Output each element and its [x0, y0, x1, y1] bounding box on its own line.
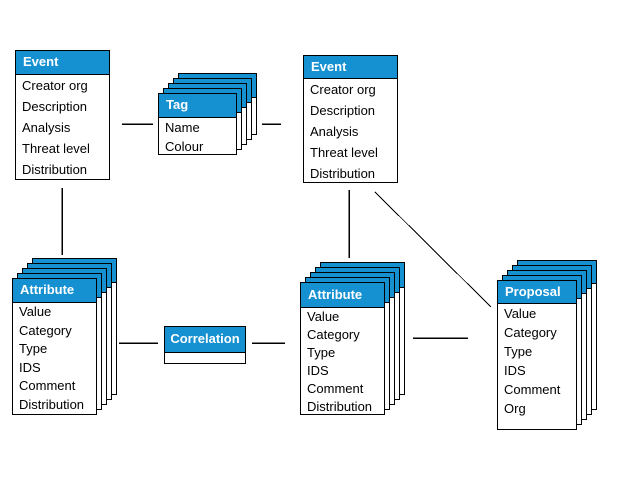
event-left-field-analysis: Analysis — [22, 120, 71, 135]
attribute-left-field-distribution: Distribution — [19, 396, 85, 412]
attribute-middle-field-type: Type — [307, 345, 336, 360]
proposal-field-comment: Comment — [504, 382, 561, 397]
event-left-field-distribution: Distribution — [22, 162, 88, 177]
attribute-left-field-type: Type — [19, 341, 48, 356]
event-right-field-distribution: Distribution — [310, 166, 376, 181]
attribute-left-field-comment: Comment — [19, 378, 76, 393]
connector-event-right--proposal — [374, 191, 492, 308]
correlation-title: Correlation — [165, 327, 245, 353]
proposal-field-category: Category — [504, 325, 557, 340]
attribute-middle-field-value: Value — [307, 309, 340, 324]
event-left-field-threat-level: Threat level — [22, 141, 90, 156]
event-right-field-description: Description — [310, 103, 376, 118]
entity-correlation: Correlation — [164, 326, 246, 364]
event-left-title: Event — [16, 51, 109, 75]
attribute-middle-field-ids: IDS — [307, 363, 329, 378]
proposal-field-type: Type — [504, 344, 533, 359]
attribute-left-field-category: Category — [19, 322, 72, 338]
attribute-middle-field-distribution: Distribution — [307, 399, 373, 414]
attribute-left-field-ids: IDS — [19, 359, 41, 375]
tag-field-name: Name — [165, 120, 200, 135]
event-right-field-analysis: Analysis — [310, 124, 359, 139]
event-right-title: Event — [304, 56, 397, 79]
proposal-field-org: Org — [504, 401, 526, 416]
attribute-middle-title: Attribute — [301, 283, 384, 308]
attribute-left-title: Attribute — [13, 279, 96, 303]
tag-title: Tag — [159, 94, 236, 118]
proposal-field-value: Value — [504, 306, 537, 321]
event-left-field-description: Description — [22, 99, 88, 114]
event-right-field-threat-level: Threat level — [310, 145, 378, 160]
tag-field-colour: Colour — [165, 139, 204, 154]
attribute-left-field-value: Value — [19, 304, 52, 319]
attribute-middle-field-comment: Comment — [307, 381, 364, 396]
event-left-field-creator-org: Creator org — [22, 78, 88, 93]
attribute-middle-field-category: Category — [307, 327, 360, 342]
proposal-field-ids: IDS — [504, 363, 526, 378]
correlation-card: Correlation — [164, 326, 246, 364]
proposal-title: Proposal — [498, 281, 576, 304]
event-right-field-creator-org: Creator org — [310, 82, 376, 97]
